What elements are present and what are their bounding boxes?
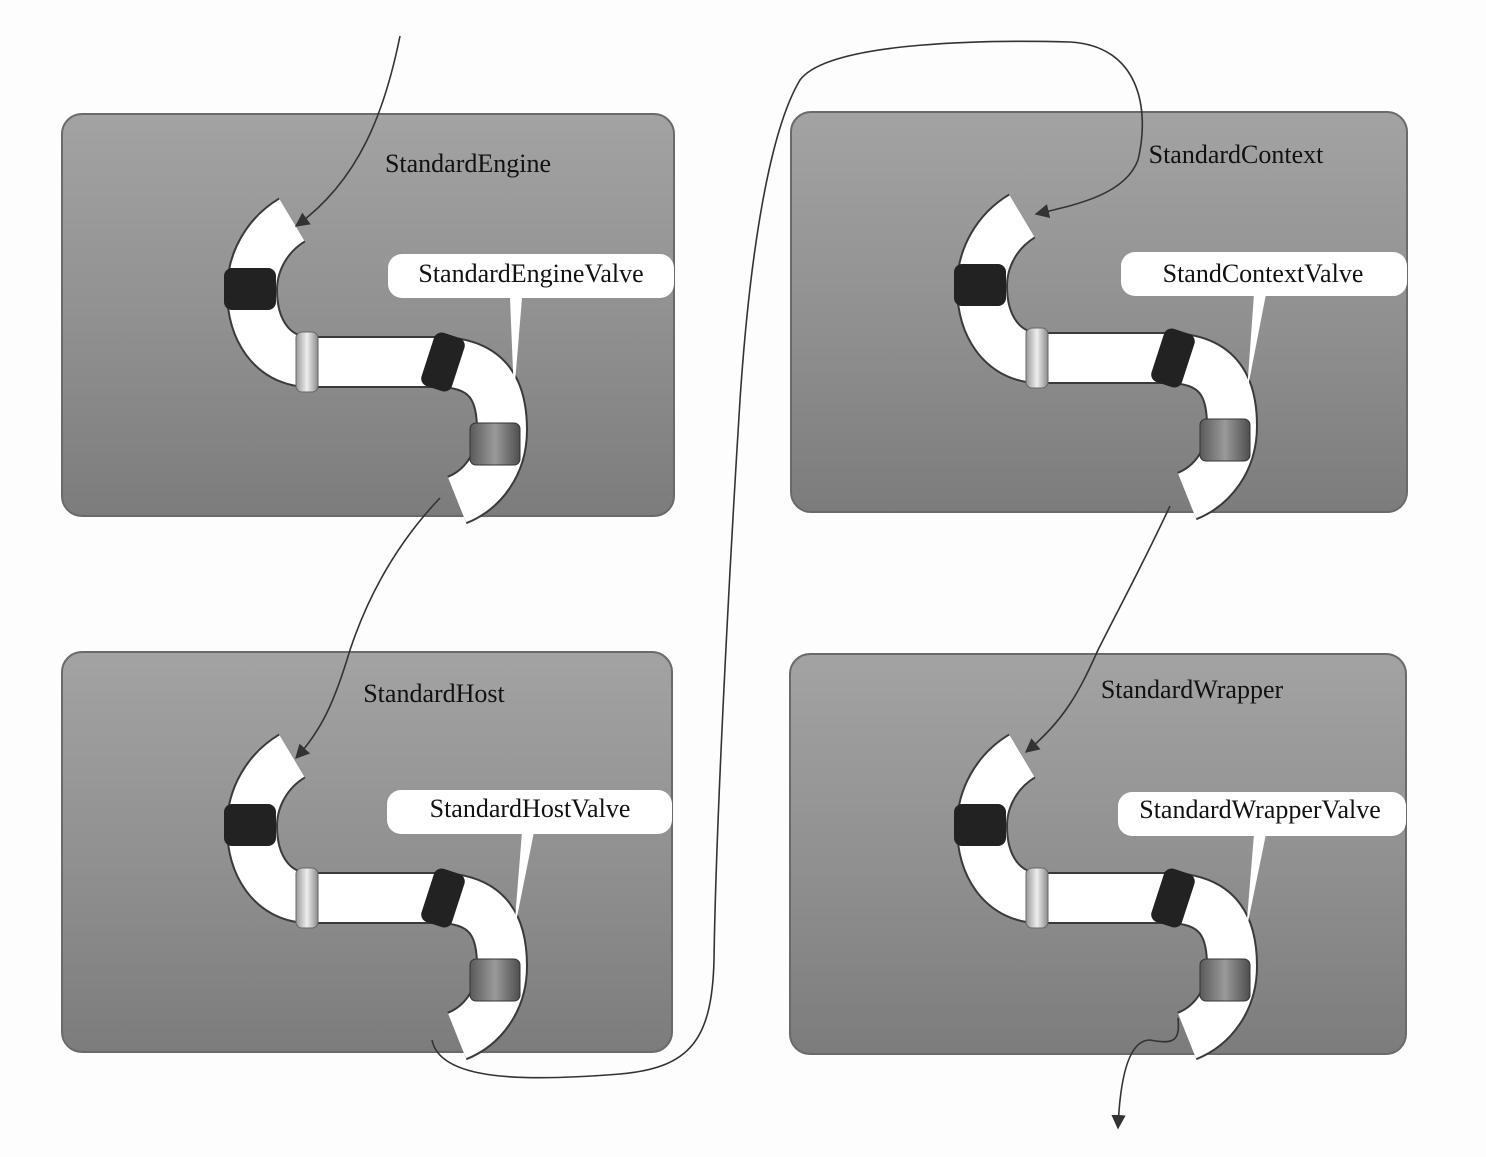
panel-standard-wrapper: StandardWrapper StandardWrapperValve [789,653,1407,1055]
panel-title: StandardContext [1149,140,1325,169]
panel-background [61,113,675,517]
panel-background [789,653,1407,1055]
valve-callout [1118,792,1406,836]
flow-arrow-host-to-context [431,40,1144,1079]
callout-pointer [510,298,522,395]
panel-standard-context: StandardContext StandContextValve [790,111,1408,513]
valve-callout [1121,252,1407,296]
valve-callout [387,790,672,834]
flow-arrow-into-engine [294,35,401,227]
request-flow [294,35,1180,1130]
valve-label: StandContextValve [1163,259,1364,288]
panel-title: StandardWrapper [1101,675,1284,704]
panel-background [61,651,673,1053]
callout-pointer [1247,294,1266,392]
valve-label: StandardEngineValve [418,259,643,288]
panel-standard-engine: StandardEngine StandardEngineValve [61,113,675,517]
valve-label: StandardHostValve [430,794,631,823]
valve-label: StandardWrapperValve [1139,795,1381,824]
valve-callout [388,254,674,298]
flow-arrow-context-to-wrapper [1024,505,1171,753]
panel-background [790,111,1408,513]
flow-arrow-engine-to-host [295,497,441,760]
callout-pointer [1246,834,1266,932]
callout-pointer [514,832,534,932]
panel-title: StandardEngine [385,149,551,178]
panel-standard-host: StandardHost StandardHostValve [61,651,673,1053]
flow-arrow-out-of-wrapper [1111,1017,1180,1130]
panel-title: StandardHost [363,679,505,708]
